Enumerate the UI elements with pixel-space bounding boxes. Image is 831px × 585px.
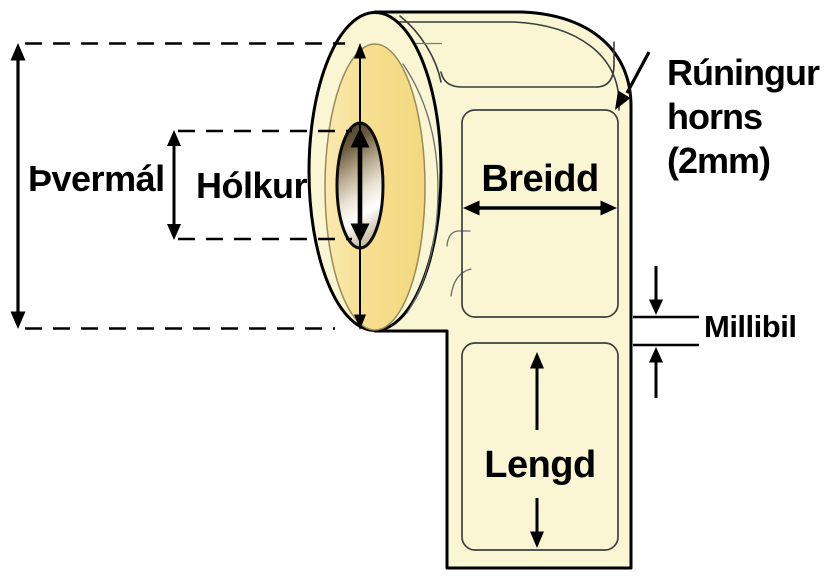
corner-note-line1: Rúningur: [667, 52, 820, 93]
width-label: Breidd: [481, 158, 598, 200]
roll-assembly: [307, 10, 633, 570]
peel-corner-upper: [446, 230, 471, 247]
top-wrapped-label: [440, 41, 615, 88]
length-label: Lengd: [484, 444, 595, 486]
length-arrow-up: [530, 352, 544, 430]
core-annotation: Hólkur: [167, 129, 352, 241]
gap-arrow-down: [649, 266, 663, 315]
gap-label: Millibil: [704, 309, 796, 344]
front-label-outline: [461, 109, 619, 318]
wrap-edge-left: [399, 15, 442, 83]
diameter-arrow: [10, 43, 26, 329]
corner-annotation: Rúningur horns (2mm): [615, 51, 821, 181]
length-annotation: Lengd: [461, 342, 619, 551]
corner-note-line2: horns: [667, 96, 762, 137]
corner-arrow: [615, 51, 651, 110]
core-arrow: [167, 130, 181, 240]
gap-annotation: Millibil: [633, 266, 797, 398]
peel-corner-lower: [450, 268, 472, 297]
gap-arrow-up: [649, 347, 663, 398]
core-diameter-arrow: [350, 128, 370, 243]
length-arrow-down: [530, 498, 544, 548]
corner-note-line3: (2mm): [667, 140, 770, 181]
core-label: Hólkur: [196, 165, 308, 206]
width-arrow: [463, 200, 617, 216]
diameter-annotation: Þvermál: [10, 42, 345, 330]
wrap-arc-right: [402, 63, 439, 314]
lower-label-outline: [461, 342, 619, 551]
diameter-label: Þvermál: [28, 158, 165, 199]
width-annotation: Breidd: [461, 109, 619, 318]
